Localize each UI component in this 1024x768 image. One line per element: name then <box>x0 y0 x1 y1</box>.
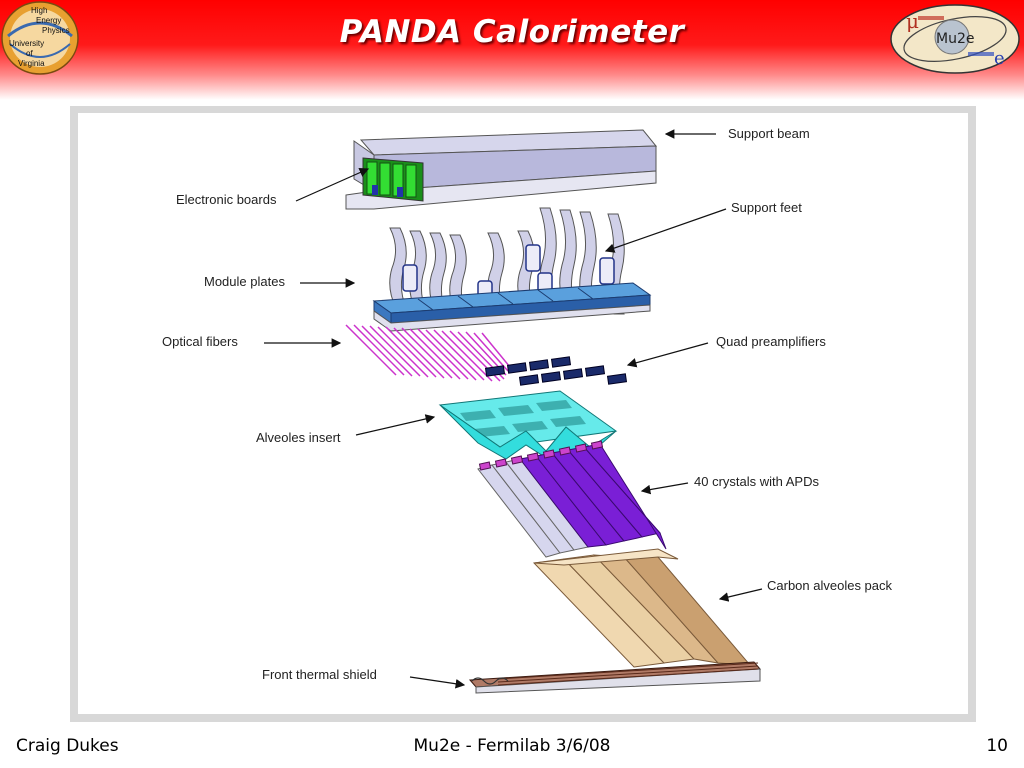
uva-hep-logo-graphic: High Energy Physics University of Virgin… <box>1 1 79 75</box>
arrow-electronic-boards <box>295 168 370 202</box>
label-crystals-with-apds: 40 crystals with APDs <box>694 474 819 489</box>
logo-line-physics: Physics <box>42 26 70 35</box>
carbon-alveoles-pack <box>532 548 752 668</box>
arrow-support-feet <box>604 208 727 253</box>
logo-line-university: University <box>9 39 44 48</box>
header-band <box>0 0 1024 100</box>
exploded-view-diagram <box>264 129 763 694</box>
label-quad-preamplifiers: Quad preamplifiers <box>716 334 826 349</box>
label-optical-fibers: Optical fibers <box>162 334 238 349</box>
arrow-crystals <box>640 482 689 495</box>
front-thermal-shield <box>468 661 762 694</box>
logo-line-energy: Energy <box>36 16 61 25</box>
crystals-with-apds <box>477 440 667 558</box>
leader-arrows <box>264 129 763 689</box>
footer-page-number: 10 <box>986 736 1008 756</box>
arrow-alveoles-insert <box>355 414 436 436</box>
mu2e-logo-text: Mu2e <box>936 31 974 47</box>
label-alveoles-insert: Alveoles insert <box>256 430 341 445</box>
slide-title: PANDA Calorimeter <box>339 14 685 50</box>
label-carbon-alveoles-pack: Carbon alveoles pack <box>767 578 893 593</box>
arrow-front-thermal-shield <box>409 676 466 689</box>
mu2e-logo: μ Mu2e e <box>888 2 1022 76</box>
e-symbol: e <box>994 48 1005 69</box>
optical-fibers <box>345 324 511 382</box>
label-support-beam: Support beam <box>728 126 810 141</box>
label-electronic-boards: Electronic boards <box>176 192 277 207</box>
mu2e-logo-graphic: μ Mu2e e <box>890 4 1020 74</box>
quad-preamplifiers <box>484 356 628 386</box>
uva-hep-logo: High Energy Physics University of Virgin… <box>0 0 80 76</box>
logo-line-high: High <box>31 6 47 15</box>
electronic-boards <box>362 157 424 202</box>
label-front-thermal-shield: Front thermal shield <box>262 667 377 682</box>
module-plates <box>372 282 652 332</box>
logo-line-of: of <box>26 49 33 58</box>
mu-symbol: μ <box>906 9 919 33</box>
arrow-carbon-alveoles-pack <box>718 588 763 602</box>
label-support-feet: Support feet <box>731 200 802 215</box>
logo-line-virginia: Virginia <box>18 59 45 68</box>
label-module-plates: Module plates <box>204 274 285 289</box>
alveoles-insert <box>438 390 618 460</box>
arrow-quad-preamplifiers <box>626 342 709 368</box>
footer-author: Craig Dukes <box>16 736 119 756</box>
footer-event: Mu2e - Fermilab 3/6/08 <box>413 736 611 756</box>
